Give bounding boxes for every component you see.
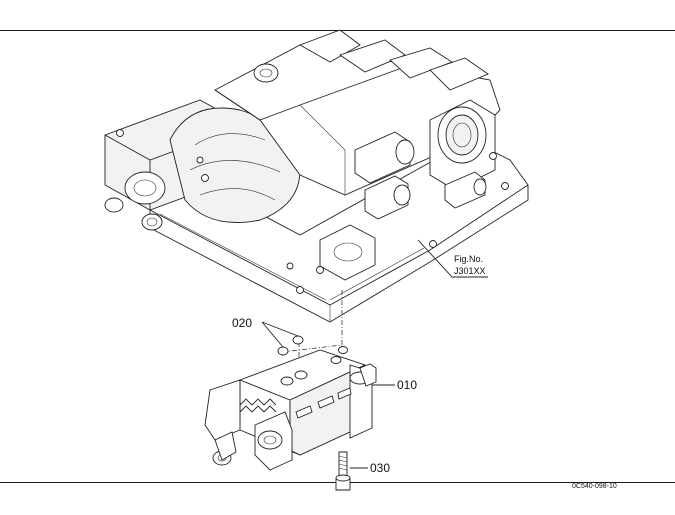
figure-number-value: J301XX: [454, 266, 486, 276]
bolt: [335, 451, 368, 491]
o-rings: [261, 321, 348, 356]
assembly-guide-line: [281, 344, 343, 353]
housing-casting: [104, 29, 529, 323]
callout-030: 030: [370, 461, 390, 475]
drawing-code: 0C540-098-10: [572, 483, 617, 490]
valve-body: [204, 349, 395, 471]
callout-010: 010: [397, 378, 417, 392]
figure-reference: Fig.No. J301XX: [417, 239, 488, 278]
figure-number-label: Fig.No.: [454, 254, 483, 264]
callout-020: 020: [232, 316, 252, 330]
